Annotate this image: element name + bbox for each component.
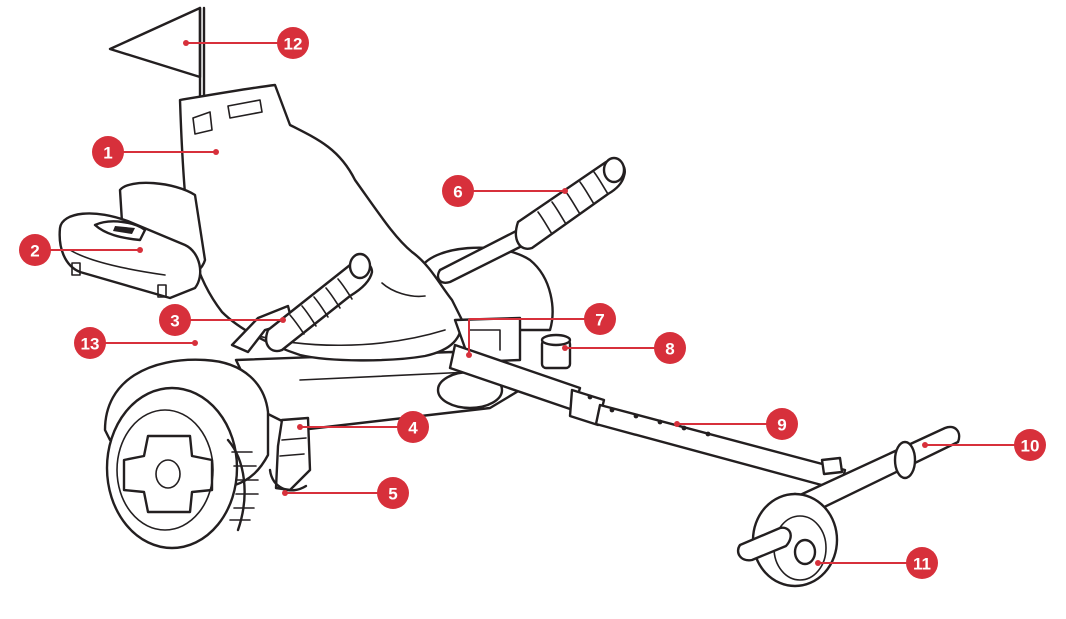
leader-dot-4 xyxy=(297,424,303,430)
callout-label-7: 7 xyxy=(595,311,604,330)
left-handle-drawing xyxy=(230,252,374,354)
callout-label-13: 13 xyxy=(81,335,100,354)
frame-drawing xyxy=(448,316,847,492)
leader-dot-12 xyxy=(183,40,189,46)
callout-1: 1 xyxy=(92,136,124,168)
leader-dot-5 xyxy=(282,490,288,496)
leader-dot-9 xyxy=(674,421,680,427)
callout-9: 9 xyxy=(766,408,798,440)
callout-badge-2 xyxy=(19,234,51,266)
leader-dot-11 xyxy=(815,560,821,566)
callout-badges: 1 2 3 4 5 6 7 8 xyxy=(19,27,1046,579)
callout-label-12: 12 xyxy=(284,35,303,54)
callout-12: 12 xyxy=(277,27,309,59)
callout-5: 5 xyxy=(377,477,409,509)
callout-badge-5 xyxy=(377,477,409,509)
callout-10: 10 xyxy=(1014,429,1046,461)
callout-11: 11 xyxy=(906,547,938,579)
leader-dot-13 xyxy=(192,340,198,346)
callout-label-11: 11 xyxy=(913,555,931,574)
leader-dot-10 xyxy=(922,442,928,448)
callout-label-1: 1 xyxy=(103,144,112,163)
leader-dot-6 xyxy=(562,188,568,194)
callout-badge-4 xyxy=(397,411,429,443)
callout-badge-3 xyxy=(159,304,191,336)
motor-drawing xyxy=(58,181,207,300)
callout-badge-7 xyxy=(584,303,616,335)
callout-badge-8 xyxy=(654,332,686,364)
callout-badge-6 xyxy=(442,175,474,207)
callout-badge-13 xyxy=(74,327,106,359)
callout-6: 6 xyxy=(442,175,474,207)
callout-label-4: 4 xyxy=(408,419,418,438)
hoverboard-drawing xyxy=(103,350,522,550)
leader-dot-7 xyxy=(466,352,472,358)
callout-7: 7 xyxy=(584,303,616,335)
callout-4: 4 xyxy=(397,411,429,443)
callout-badge-1 xyxy=(92,136,124,168)
leader-dot-1 xyxy=(213,149,219,155)
leader-dot-3 xyxy=(280,317,286,323)
callout-3: 3 xyxy=(159,304,191,336)
callout-2: 2 xyxy=(19,234,51,266)
callout-13: 13 xyxy=(74,327,106,359)
callout-label-6: 6 xyxy=(453,183,462,202)
callout-badge-11 xyxy=(906,547,938,579)
callout-label-8: 8 xyxy=(665,340,674,359)
callout-8: 8 xyxy=(654,332,686,364)
callout-label-9: 9 xyxy=(777,416,786,435)
leader-dot-2 xyxy=(137,247,143,253)
callout-label-2: 2 xyxy=(30,242,39,261)
leader-dot-8 xyxy=(562,345,568,351)
callout-label-10: 10 xyxy=(1021,437,1040,456)
right-handle-drawing xyxy=(436,156,626,284)
kart-illustration xyxy=(58,6,961,588)
flag-drawing xyxy=(108,6,206,102)
callout-badge-9 xyxy=(766,408,798,440)
callout-badge-10 xyxy=(1014,429,1046,461)
callout-badge-12 xyxy=(277,27,309,59)
callout-label-5: 5 xyxy=(388,485,397,504)
callout-label-3: 3 xyxy=(170,312,179,331)
callout-leaders xyxy=(35,40,1030,566)
